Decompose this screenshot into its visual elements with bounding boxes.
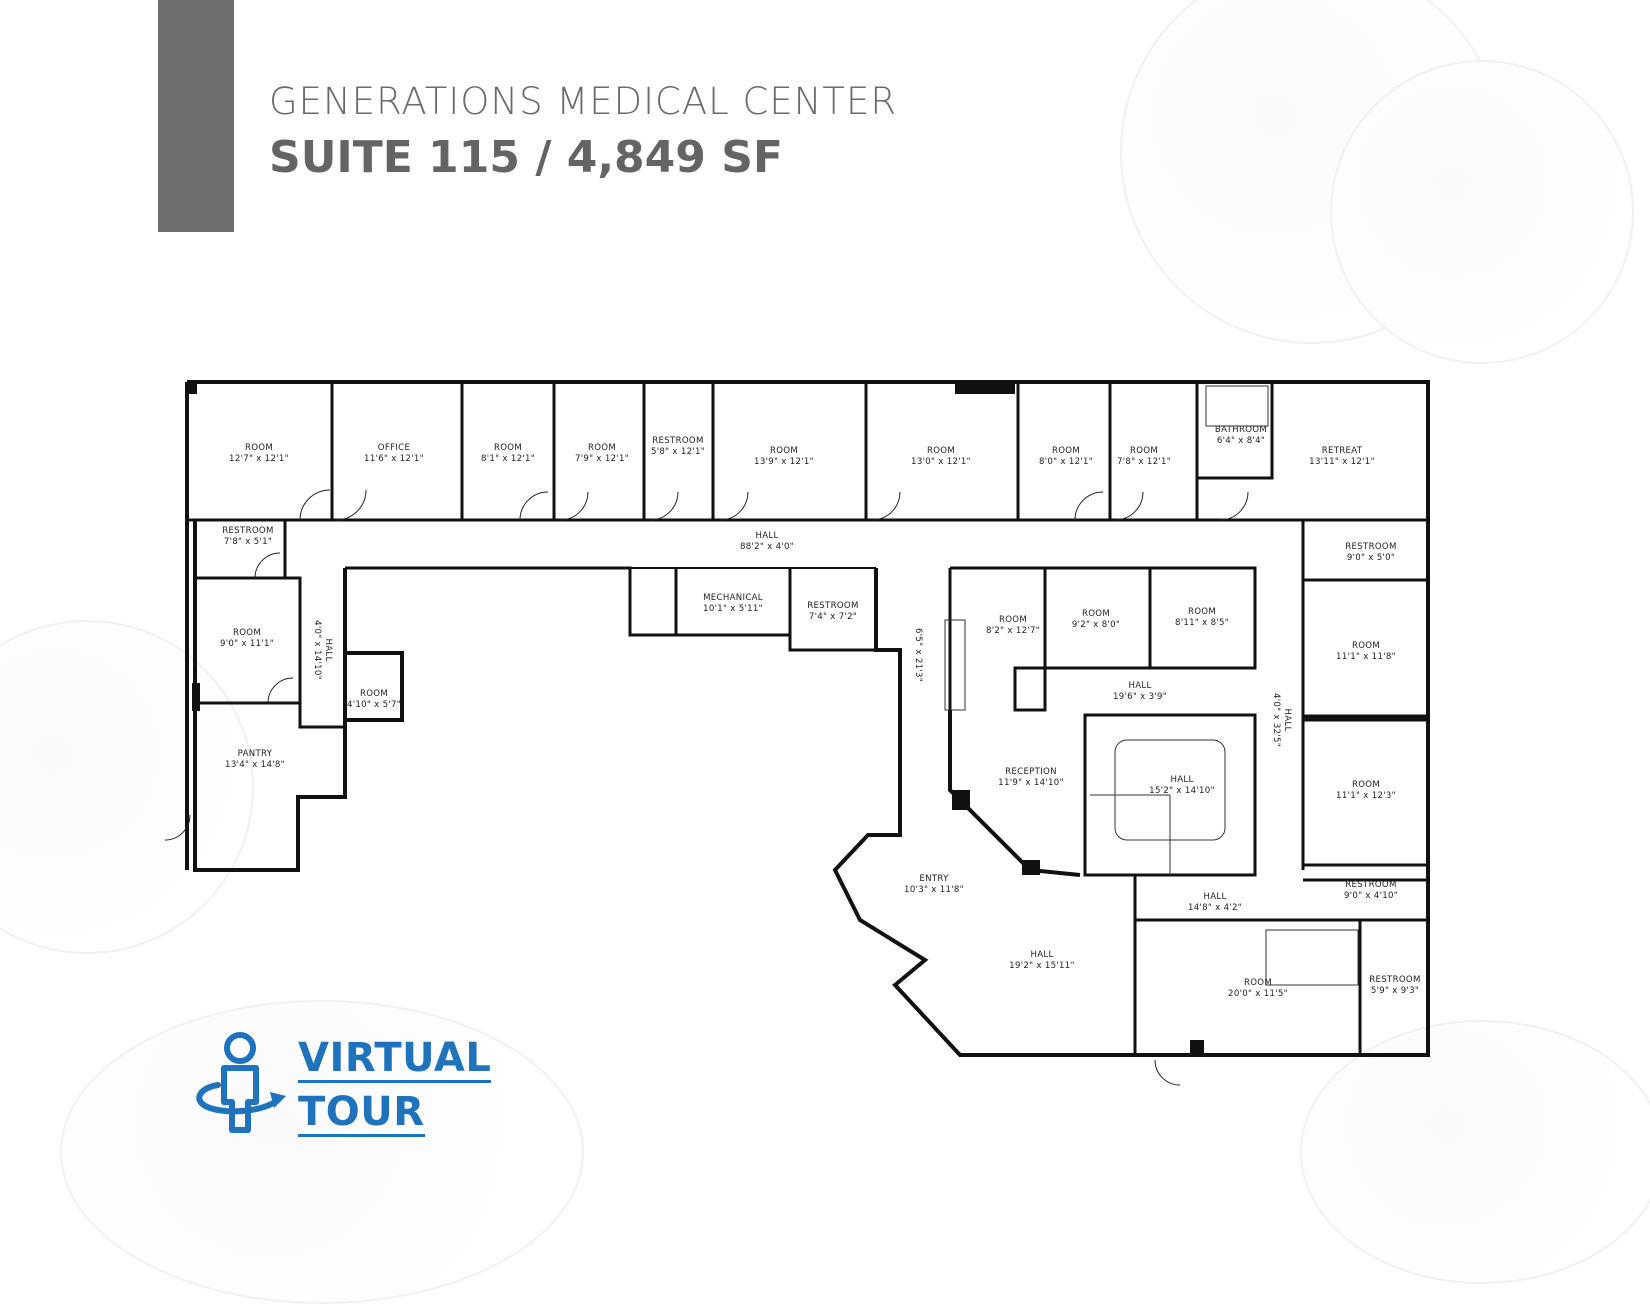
room-o-name: ROOM xyxy=(1244,978,1272,988)
room-e-dims: 13'0" x 12'1" xyxy=(911,457,971,467)
pantry-dims: 13'4" x 14'8" xyxy=(225,760,285,770)
hall-right-name: HALL xyxy=(1282,708,1292,731)
pantry-name: PANTRY xyxy=(238,749,273,759)
bathroom-dims: 6'4" x 8'4" xyxy=(1217,436,1265,446)
hall-left-dims: 4'0" x 14'10" xyxy=(312,620,322,680)
room-f-dims: 8'0" x 12'1" xyxy=(1039,457,1093,467)
room-j-name: ROOM xyxy=(999,615,1027,625)
virtual-tour-link[interactable]: VIRTUAL TOUR xyxy=(190,1030,500,1140)
office-name: OFFICE xyxy=(378,443,410,453)
retreat-dims: 13'11" x 12'1" xyxy=(1309,457,1375,467)
hall-inner-name: HALL xyxy=(1128,681,1151,691)
virtual-tour-line1: VIRTUAL xyxy=(298,1035,492,1083)
entry-name: ENTRY xyxy=(919,874,949,884)
mechanical-name: MECHANICAL xyxy=(703,593,763,603)
room-c-dims: 7'9" x 12'1" xyxy=(575,454,629,464)
hall-lower-name: HALL xyxy=(1203,892,1226,902)
room-g-dims: 7'8" x 12'1" xyxy=(1117,457,1171,467)
hall-center-name: HALL xyxy=(1170,775,1193,785)
restroom-f-name: RESTROOM xyxy=(1369,975,1420,985)
room-b-name: ROOM xyxy=(494,443,522,453)
mechanical-dims: 10'1" x 5'11" xyxy=(703,604,763,614)
accent-bar xyxy=(158,0,234,232)
room-i-dims: 4'10" x 5'7" xyxy=(347,700,401,710)
hall-left-name: HALL xyxy=(323,638,333,661)
room-l-dims: 8'11" x 8'5" xyxy=(1175,618,1229,628)
hall-right-dims: 4'0" x 32'5" xyxy=(1271,693,1281,747)
fixtures xyxy=(944,385,1359,986)
room-n-dims: 11'1" x 12'3" xyxy=(1336,791,1396,801)
person-360-icon xyxy=(196,1032,286,1133)
room-j-dims: 8'2" x 12'7" xyxy=(986,626,1040,636)
office-dims: 11'6" x 12'1" xyxy=(364,454,424,464)
room-f-name: ROOM xyxy=(1052,446,1080,456)
entry-dims: 10'3" x 11'8" xyxy=(904,885,964,895)
room-a-dims: 12'7" x 12'1" xyxy=(229,454,289,464)
hall-entry-name: HALL xyxy=(1030,950,1053,960)
restroom-a-name: RESTROOM xyxy=(652,436,703,446)
restroom-f-dims: 5'9" x 9'3" xyxy=(1371,986,1419,996)
room-h-name: ROOM xyxy=(233,628,261,638)
retreat-name: RETREAT xyxy=(1322,446,1363,456)
virtual-tour-line2: TOUR xyxy=(298,1089,425,1137)
restroom-c-dims: 7'4" x 7'2" xyxy=(809,612,857,622)
room-d-dims: 13'9" x 12'1" xyxy=(754,457,814,467)
room-m-name: ROOM xyxy=(1352,641,1380,651)
restroom-b-name: RESTROOM xyxy=(222,526,273,536)
restroom-e-name: RESTROOM xyxy=(1345,880,1396,890)
background-swirl xyxy=(1330,60,1634,364)
suite-title: SUITE 115 / 4,849 SF xyxy=(269,132,783,183)
room-l-name: ROOM xyxy=(1188,607,1216,617)
bathroom-name: BATHROOM xyxy=(1215,425,1267,435)
room-m-dims: 11'1" x 11'8" xyxy=(1336,652,1396,662)
restroom-a-dims: 5'8" x 12'1" xyxy=(651,447,705,457)
hall-main-name: HALL xyxy=(755,531,778,541)
restroom-b-dims: 7'8" x 5'1" xyxy=(224,537,272,547)
room-n-name: ROOM xyxy=(1352,780,1380,790)
room-k-dims: 9'2" x 8'0" xyxy=(1072,620,1120,630)
room-d-name: ROOM xyxy=(770,446,798,456)
room-a-name: ROOM xyxy=(245,443,273,453)
hall-mid-dims: 6'5" x 21'3" xyxy=(913,628,923,682)
restroom-d-dims: 9'0" x 5'0" xyxy=(1347,553,1395,563)
hall-lower-dims: 14'8" x 4'2" xyxy=(1188,903,1242,913)
walls xyxy=(185,380,1430,1057)
room-b-dims: 8'1" x 12'1" xyxy=(481,454,535,464)
room-g-name: ROOM xyxy=(1130,446,1158,456)
hall-inner-dims: 19'6" x 3'9" xyxy=(1113,692,1167,702)
room-e-name: ROOM xyxy=(927,446,955,456)
building-title: GENERATIONS MEDICAL CENTER xyxy=(269,80,898,123)
reception-dims: 11'9" x 14'10" xyxy=(998,778,1064,788)
hall-entry-dims: 19'2" x 15'11" xyxy=(1009,961,1075,971)
room-c-name: ROOM xyxy=(588,443,616,453)
room-o-dims: 20'0" x 11'5" xyxy=(1228,989,1288,999)
columns xyxy=(187,382,1204,1055)
restroom-e-dims: 9'0" x 4'10" xyxy=(1344,891,1398,901)
room-h-dims: 9'0" x 11'1" xyxy=(220,639,274,649)
reception-name: RECEPTION xyxy=(1005,767,1057,777)
background-swirl xyxy=(60,1000,584,1304)
hall-center-dims: 15'2" x 14'10" xyxy=(1149,786,1215,796)
restroom-c-name: RESTROOM xyxy=(807,601,858,611)
door-swings xyxy=(164,489,1249,1086)
restroom-d-name: RESTROOM xyxy=(1345,542,1396,552)
hall-main-dims: 88'2" x 4'0" xyxy=(740,542,794,552)
room-i-name: ROOM xyxy=(360,689,388,699)
room-k-name: ROOM xyxy=(1082,609,1110,619)
